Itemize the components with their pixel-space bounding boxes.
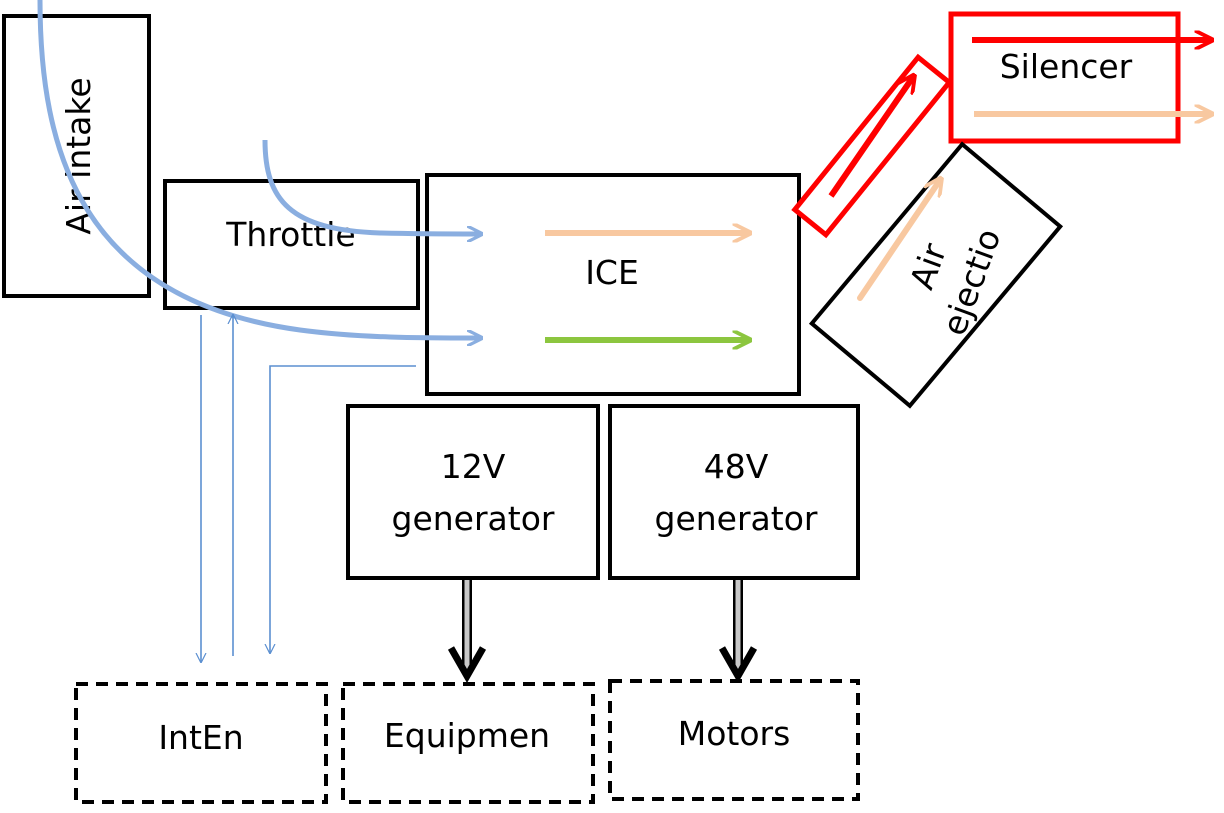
intake-air-flow [37, 0, 480, 338]
equipment-block: Equipmen [341, 682, 595, 804]
equipment-label: Equipmen [384, 716, 550, 755]
silencer-label: Silencer [1000, 47, 1133, 86]
generator-12v-label-2: generator [392, 499, 555, 538]
generator-48v-label: 48V [704, 447, 769, 486]
inten-block: IntEn [74, 682, 328, 804]
shaft-48v-to-motors [718, 580, 758, 684]
shaft-12v-to-equipment [447, 580, 487, 684]
ice-block: ICE [425, 173, 801, 396]
exhaust-flow-arrow [828, 77, 913, 198]
ice-label: ICE [585, 253, 639, 292]
signal-line-down-2 [270, 365, 416, 653]
silencer-block: Silencer [948, 11, 1181, 144]
inten-label: IntEn [158, 718, 243, 757]
generator-48v-block: 48V generator [608, 404, 860, 580]
motors-label: Motors [678, 714, 791, 753]
throttle-block: Throttle [163, 179, 420, 310]
generator-48v-label-2: generator [655, 499, 818, 538]
air-ejection-block [808, 141, 1064, 409]
air-intake-label: Air intake [59, 77, 98, 234]
throttle-label: Throttle [225, 215, 355, 254]
ejection-heat-arrow [857, 180, 940, 301]
motors-block: Motors [608, 679, 860, 801]
generator-12v-block: 12V generator [346, 404, 600, 580]
generator-12v-label: 12V [441, 447, 506, 486]
air-intake-block: Air intake [2, 14, 151, 298]
throttle-air-flow [262, 139, 480, 234]
